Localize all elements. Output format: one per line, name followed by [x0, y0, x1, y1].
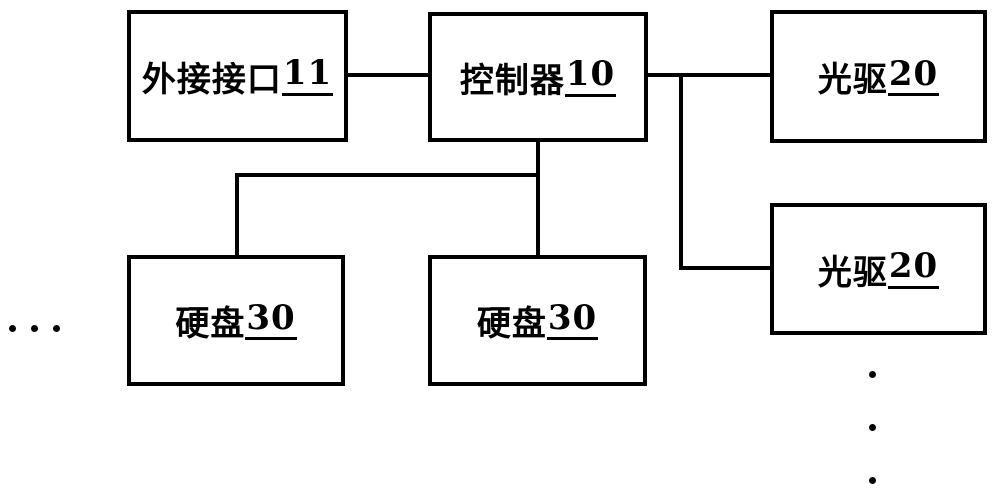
ellipsis-vertical-dot-1 [869, 371, 876, 378]
ellipsis-vertical-dot-2 [869, 424, 876, 431]
connector-to-optical-bottom [679, 266, 770, 270]
connector-interface-to-controller [348, 73, 428, 77]
box-optical-drive-bottom-label: 光驱 [817, 252, 888, 293]
ellipsis-horizontal-dot-2 [31, 325, 38, 332]
ellipsis-horizontal-dot-1 [9, 325, 16, 332]
box-optical-drive-bottom-ref: 20 [887, 248, 940, 289]
connector-controller-down [536, 142, 540, 255]
box-hard-disk-middle-label: 硬盘 [476, 304, 547, 344]
box-external-interface-ref: 11 [281, 55, 334, 96]
connector-controller-to-optical-top [648, 73, 770, 77]
box-hard-disk-left-ref: 30 [245, 300, 297, 341]
ellipsis-vertical-dot-3 [869, 477, 876, 484]
box-controller-label: 控制器 [459, 60, 565, 101]
box-optical-drive-top-ref: 20 [887, 56, 940, 97]
connector-branch-left [235, 173, 540, 177]
box-hard-disk-middle-ref: 30 [546, 300, 599, 341]
box-optical-drive-top-label: 光驱 [817, 60, 888, 100]
connector-down-to-hard-disk-left [235, 173, 239, 255]
connector-branch-down-to-optical-bottom [679, 75, 683, 268]
box-controller-ref: 10 [564, 56, 617, 97]
box-hard-disk-left-label: 硬盘 [175, 304, 246, 344]
box-external-interface-label: 外接接口 [141, 59, 282, 100]
ellipsis-horizontal-dot-3 [53, 325, 60, 332]
